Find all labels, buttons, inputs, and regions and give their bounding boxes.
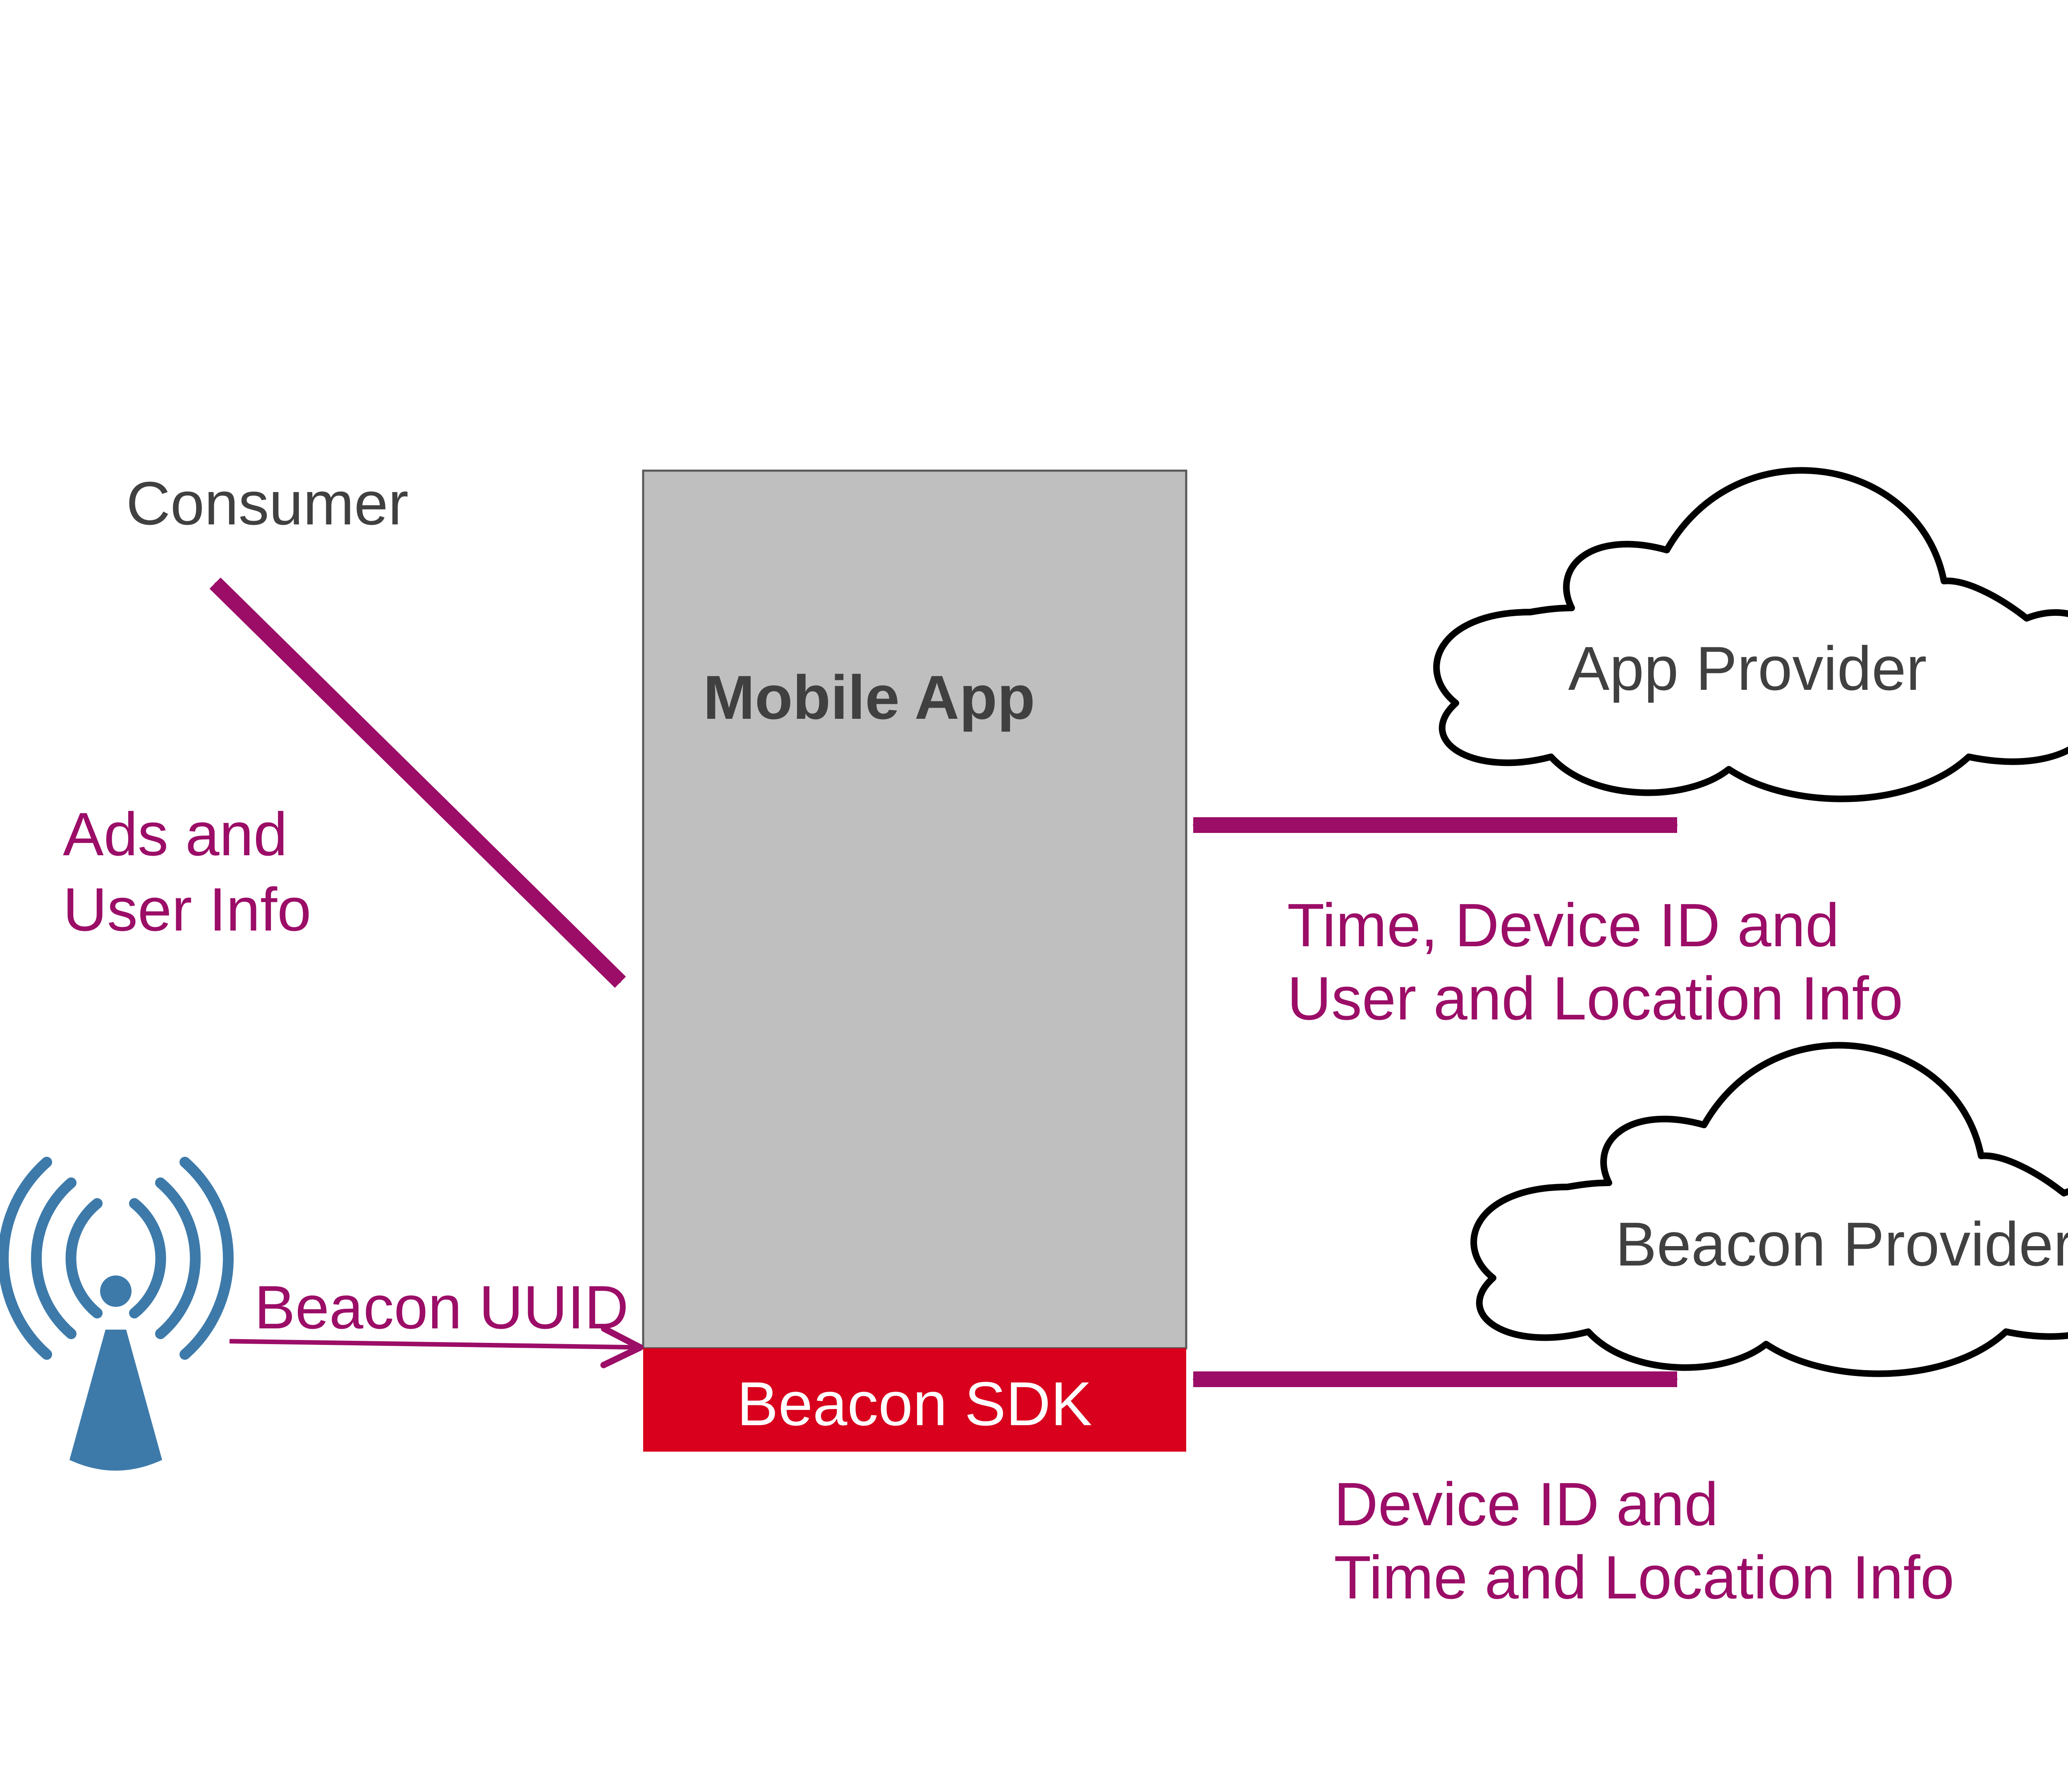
- beacon-uuid-arrow: [229, 1325, 644, 1369]
- app-provider-cloud: App Provider: [1433, 467, 2068, 802]
- beacon-provider-info-line1: Device ID and: [1334, 1470, 1719, 1538]
- ads-label-line2: User Info: [63, 876, 311, 944]
- mobile-app-label: Mobile App: [703, 663, 1035, 732]
- beacon-tower-icon: [0, 1157, 234, 1471]
- beacon-provider-info-label: Device ID and Time and Location Info: [1334, 1470, 1954, 1612]
- beacon-sdk-label: Beacon SDK: [737, 1369, 1092, 1438]
- beacon-provider-info-line2: Time and Location Info: [1334, 1543, 1954, 1612]
- app-provider-info-line1: Time, Device ID and: [1287, 891, 1839, 959]
- beacon-uuid-label: Beacon UUID: [254, 1273, 629, 1342]
- ads-label-line1: Ads and: [63, 800, 287, 868]
- mobile-app-box: [642, 469, 1187, 1349]
- ads-user-info-label: Ads and User Info: [63, 800, 311, 944]
- beacon-provider-label: Beacon Provider: [1616, 1209, 2068, 1279]
- beacon-sdk-box: [643, 1348, 1186, 1452]
- consumer-label: Consumer: [126, 469, 409, 538]
- consumer-app-arrow: [209, 577, 626, 988]
- app-provider-label: App Provider: [1568, 634, 1927, 703]
- app-provider-info-label: Time, Device ID and User and Location In…: [1287, 891, 1903, 1033]
- beacon-provider-cloud: Beacon Provider: [1470, 1042, 2068, 1377]
- app-provider-info-line2: User and Location Info: [1287, 964, 1903, 1033]
